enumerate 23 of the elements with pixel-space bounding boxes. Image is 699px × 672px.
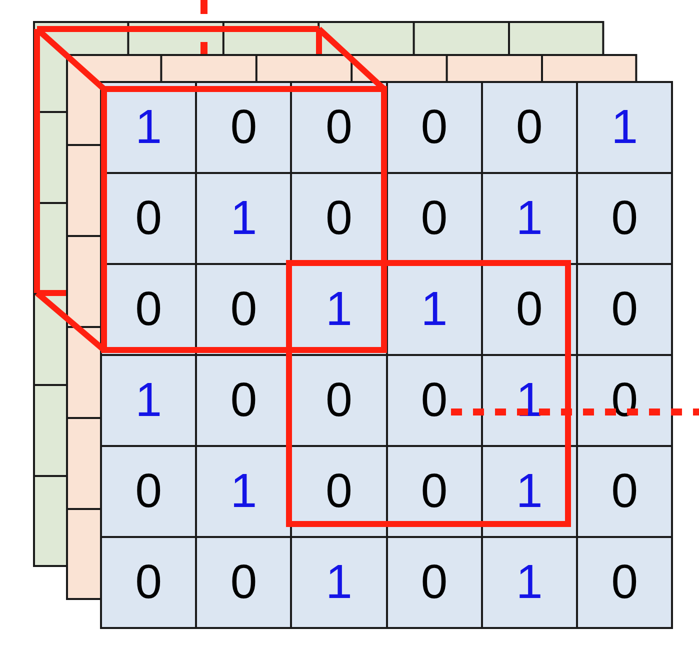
matrix-cell: 1 (290, 536, 388, 629)
matrix-cell: 1 (480, 536, 578, 629)
matrix-cell: 0 (100, 536, 198, 629)
matrix-cell: 0 (100, 172, 198, 265)
matrix-cell: 0 (386, 81, 483, 174)
matrix-cell: 0 (576, 536, 674, 629)
matrix-cell: 0 (100, 445, 198, 538)
matrix-cell: 1 (100, 354, 198, 447)
matrix-cell: 0 (386, 445, 483, 538)
matrix-cell: 1 (576, 81, 674, 174)
matrix-cell: 0 (576, 172, 674, 265)
matrix-cell: 0 (576, 445, 674, 538)
matrix-cell: 1 (386, 263, 483, 356)
matrix-cell: 0 (195, 81, 292, 174)
matrix-cell: 1 (195, 172, 292, 265)
matrix-cell: 0 (386, 536, 483, 629)
matrix-cell: 0 (195, 536, 292, 629)
matrix-cell: 0 (576, 263, 674, 356)
matrix-cell: 1 (480, 172, 578, 265)
matrix-cell: 0 (386, 354, 483, 447)
matrix-cell: 1 (195, 445, 292, 538)
matrix-cell: 0 (480, 81, 578, 174)
matrix-cell: 0 (290, 354, 388, 447)
